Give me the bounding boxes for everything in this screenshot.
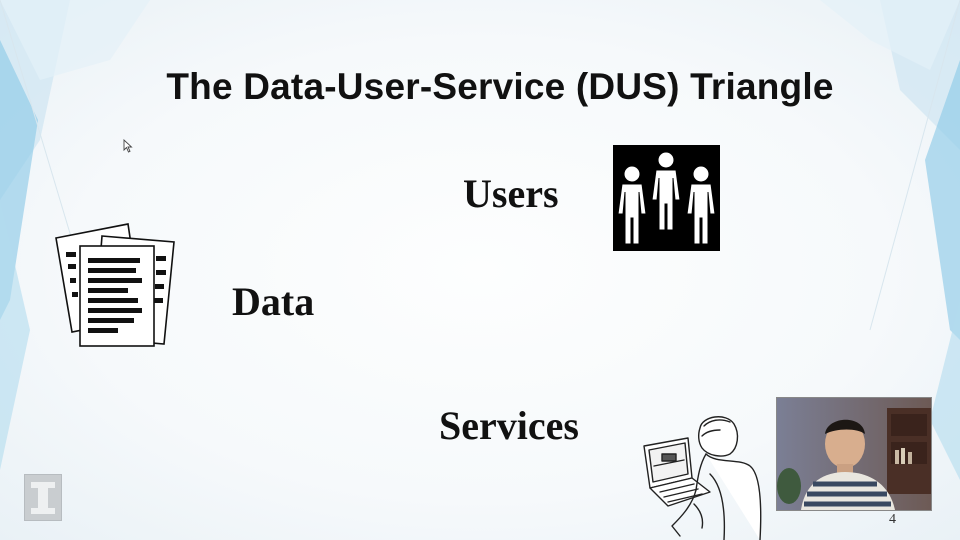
three-people-icon [613,145,720,251]
slide-title: The Data-User-Service (DUS) Triangle [166,66,834,107]
mouse-cursor-icon [123,139,133,153]
services-label: Services [439,403,579,448]
university-i-logo [31,482,55,514]
presenter-video [776,397,932,511]
page-number: 4 [889,512,896,527]
documents-icon [55,223,175,347]
presenter-image [777,398,931,510]
users-label: Users [463,171,559,216]
university-logo [24,474,62,521]
data-label: Data [232,279,315,324]
person-at-laptop-icon [643,416,762,540]
